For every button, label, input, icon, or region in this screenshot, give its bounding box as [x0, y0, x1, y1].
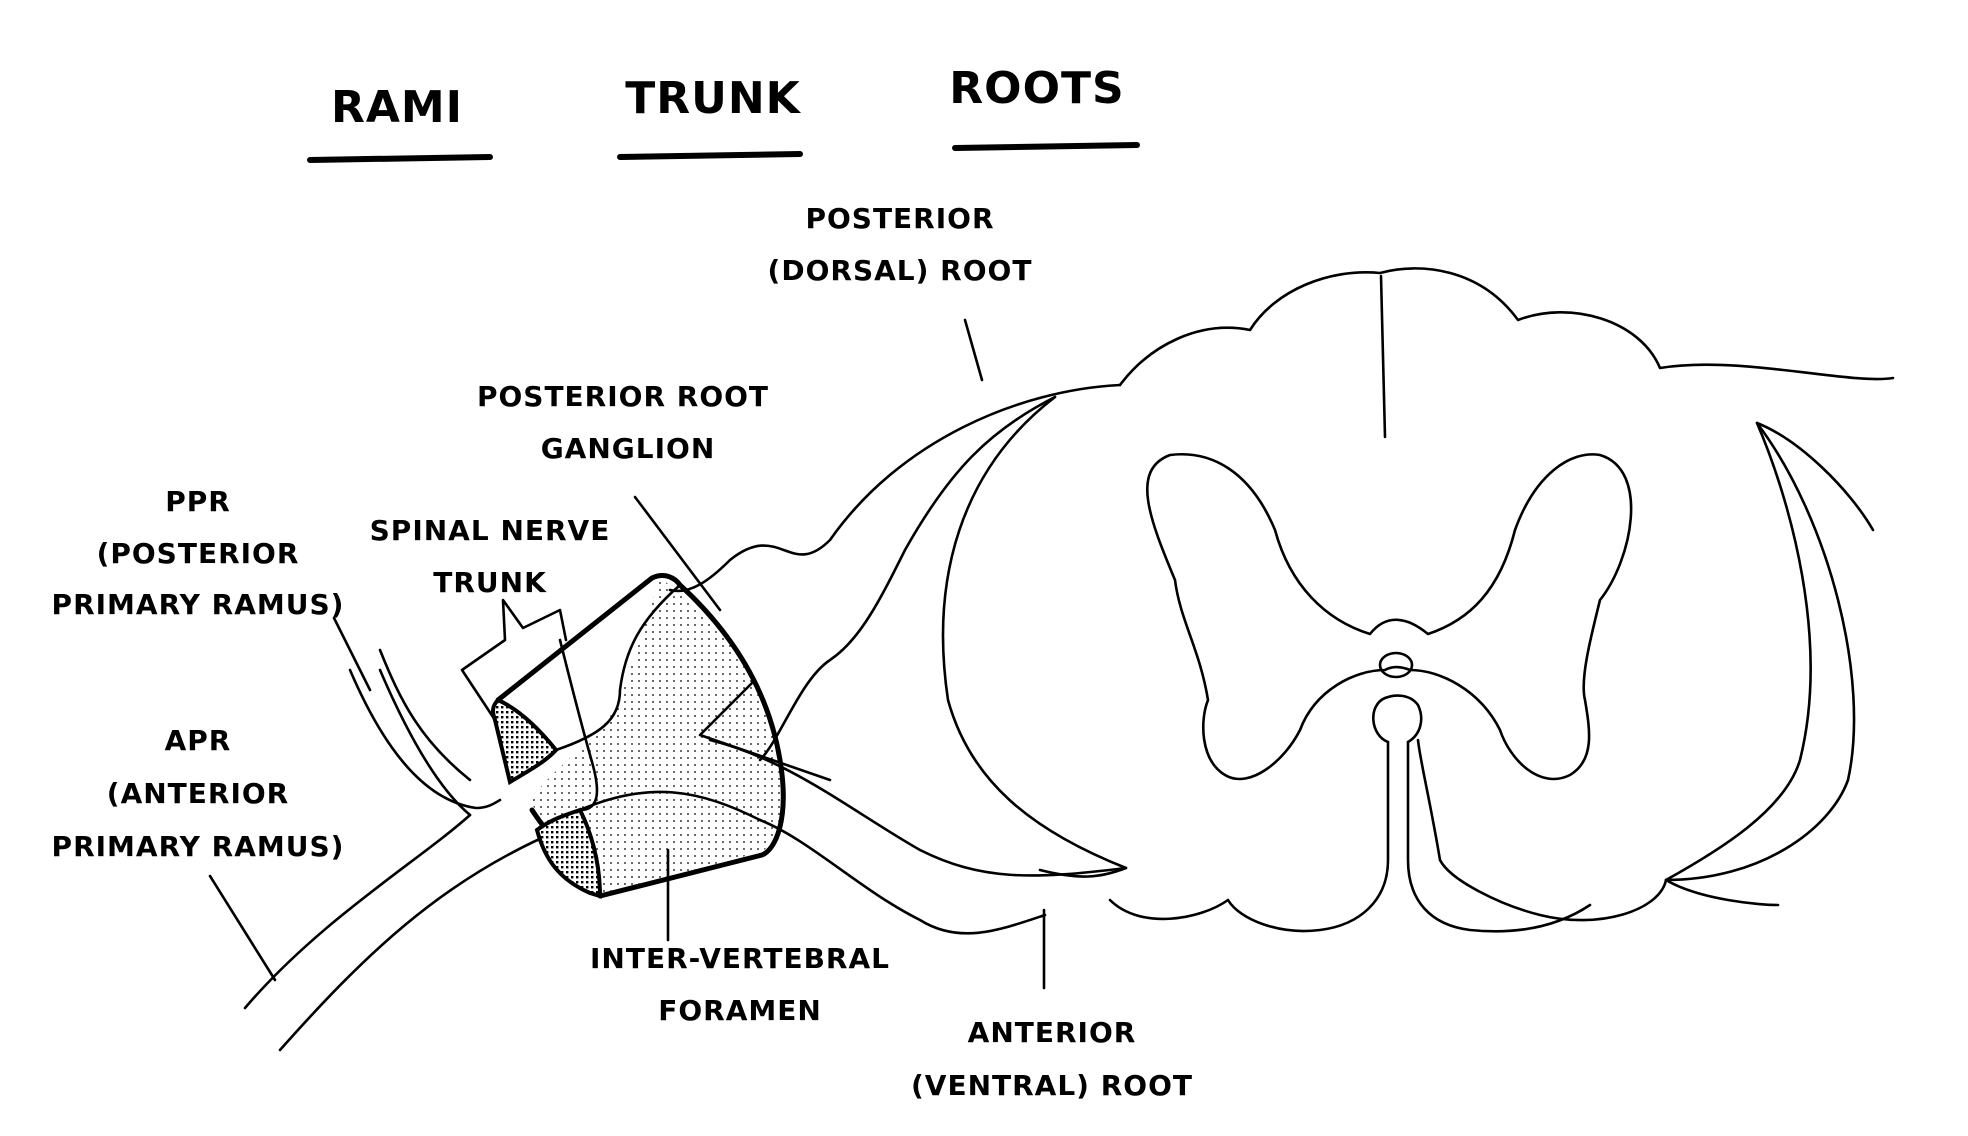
right-lateral-sulcus	[1664, 421, 1812, 882]
trunk-mid-line	[558, 638, 599, 812]
spinal-cord-outline	[1118, 267, 1895, 387]
header-trunk-underline	[617, 151, 803, 160]
header-rami: RAMI	[307, 82, 493, 163]
svg-text:SPINAL NERVE: SPINAL NERVE	[370, 514, 611, 547]
trunk-cut-face-lower	[534, 807, 603, 899]
svg-text:FORAMEN: FORAMEN	[658, 994, 822, 1027]
ppr-outer	[348, 668, 502, 810]
ganglion-notch	[698, 678, 832, 782]
spinal-cord-bottom-outline	[1416, 738, 1780, 922]
gray-matter	[1146, 452, 1633, 781]
anterior-median-fissure-right	[1406, 740, 1592, 933]
svg-text:POSTERIOR ROOT: POSTERIOR ROOT	[477, 380, 769, 413]
apr-inner	[278, 828, 562, 1052]
trunk-lower-curve	[578, 790, 762, 822]
svg-text:(ANTERIOR: (ANTERIOR	[107, 777, 289, 810]
header-rami-label: RAMI	[331, 82, 463, 133]
header-roots-label: ROOTS	[949, 63, 1124, 114]
anterior-root-lower	[758, 818, 1047, 935]
apr-outer	[243, 813, 472, 1010]
svg-text:PRIMARY RAMUS): PRIMARY RAMUS)	[52, 588, 345, 621]
posterior-root-outer	[668, 383, 1122, 593]
svg-text:GANGLION: GANGLION	[541, 432, 716, 465]
header-trunk-label: TRUNK	[625, 73, 801, 124]
anterior-fissure-loop	[1372, 694, 1423, 744]
left-dorsolateral-sulcus	[941, 395, 1128, 878]
trunk-inner-curve	[554, 583, 682, 752]
trunk-cut-face-upper	[491, 697, 559, 786]
leader-ppr	[332, 616, 372, 692]
leader-posterior-root	[963, 318, 984, 382]
svg-text:APR: APR	[165, 724, 232, 757]
rami-bifurcation	[378, 668, 472, 817]
svg-text:INTER-VERTEBRAL: INTER-VERTEBRAL	[590, 942, 890, 975]
label-posterior-root: POSTERIOR (DORSAL) ROOT	[768, 202, 1033, 287]
leader-ganglion	[633, 495, 722, 612]
anterior-median-fissure	[1108, 740, 1390, 933]
label-apr: APR (ANTERIOR PRIMARY RAMUS)	[52, 724, 345, 863]
label-anterior-root: ANTERIOR (VENTRAL) ROOT	[911, 1016, 1193, 1102]
posterior-median-septum	[1379, 274, 1387, 439]
svg-text:(DORSAL) ROOT: (DORSAL) ROOT	[768, 254, 1033, 287]
header-roots: ROOTS	[949, 63, 1140, 151]
header-rami-underline	[307, 154, 493, 163]
svg-text:TRUNK: TRUNK	[433, 566, 547, 599]
label-spinal-nerve-trunk: SPINAL NERVE TRUNK	[370, 514, 611, 599]
label-posterior-root-ganglion: POSTERIOR ROOT GANGLION	[477, 380, 769, 465]
svg-text:(VENTRAL) ROOT: (VENTRAL) ROOT	[911, 1069, 1193, 1102]
foramen-stipple	[530, 578, 783, 895]
svg-text:PRIMARY RAMUS): PRIMARY RAMUS)	[52, 830, 345, 863]
svg-text:PPR: PPR	[165, 485, 231, 518]
central-canal	[1378, 651, 1414, 679]
label-intervertebral-foramen: INTER-VERTEBRAL FORAMEN	[590, 942, 890, 1027]
posterior-root-inner	[758, 395, 1057, 762]
leader-apr	[208, 874, 277, 982]
spinal-nerve-trunk-bracket	[460, 598, 568, 722]
svg-text:(POSTERIOR: (POSTERIOR	[97, 537, 300, 570]
header-trunk: TRUNK	[617, 73, 803, 160]
svg-text:POSTERIOR: POSTERIOR	[805, 202, 994, 235]
svg-text:ANTERIOR: ANTERIOR	[968, 1016, 1137, 1049]
label-ppr: PPR (POSTERIOR PRIMARY RAMUS)	[52, 485, 345, 621]
header-roots-underline	[952, 142, 1140, 151]
ppr-inner	[378, 648, 472, 782]
spinal-cord-right-outline	[1664, 421, 1875, 882]
